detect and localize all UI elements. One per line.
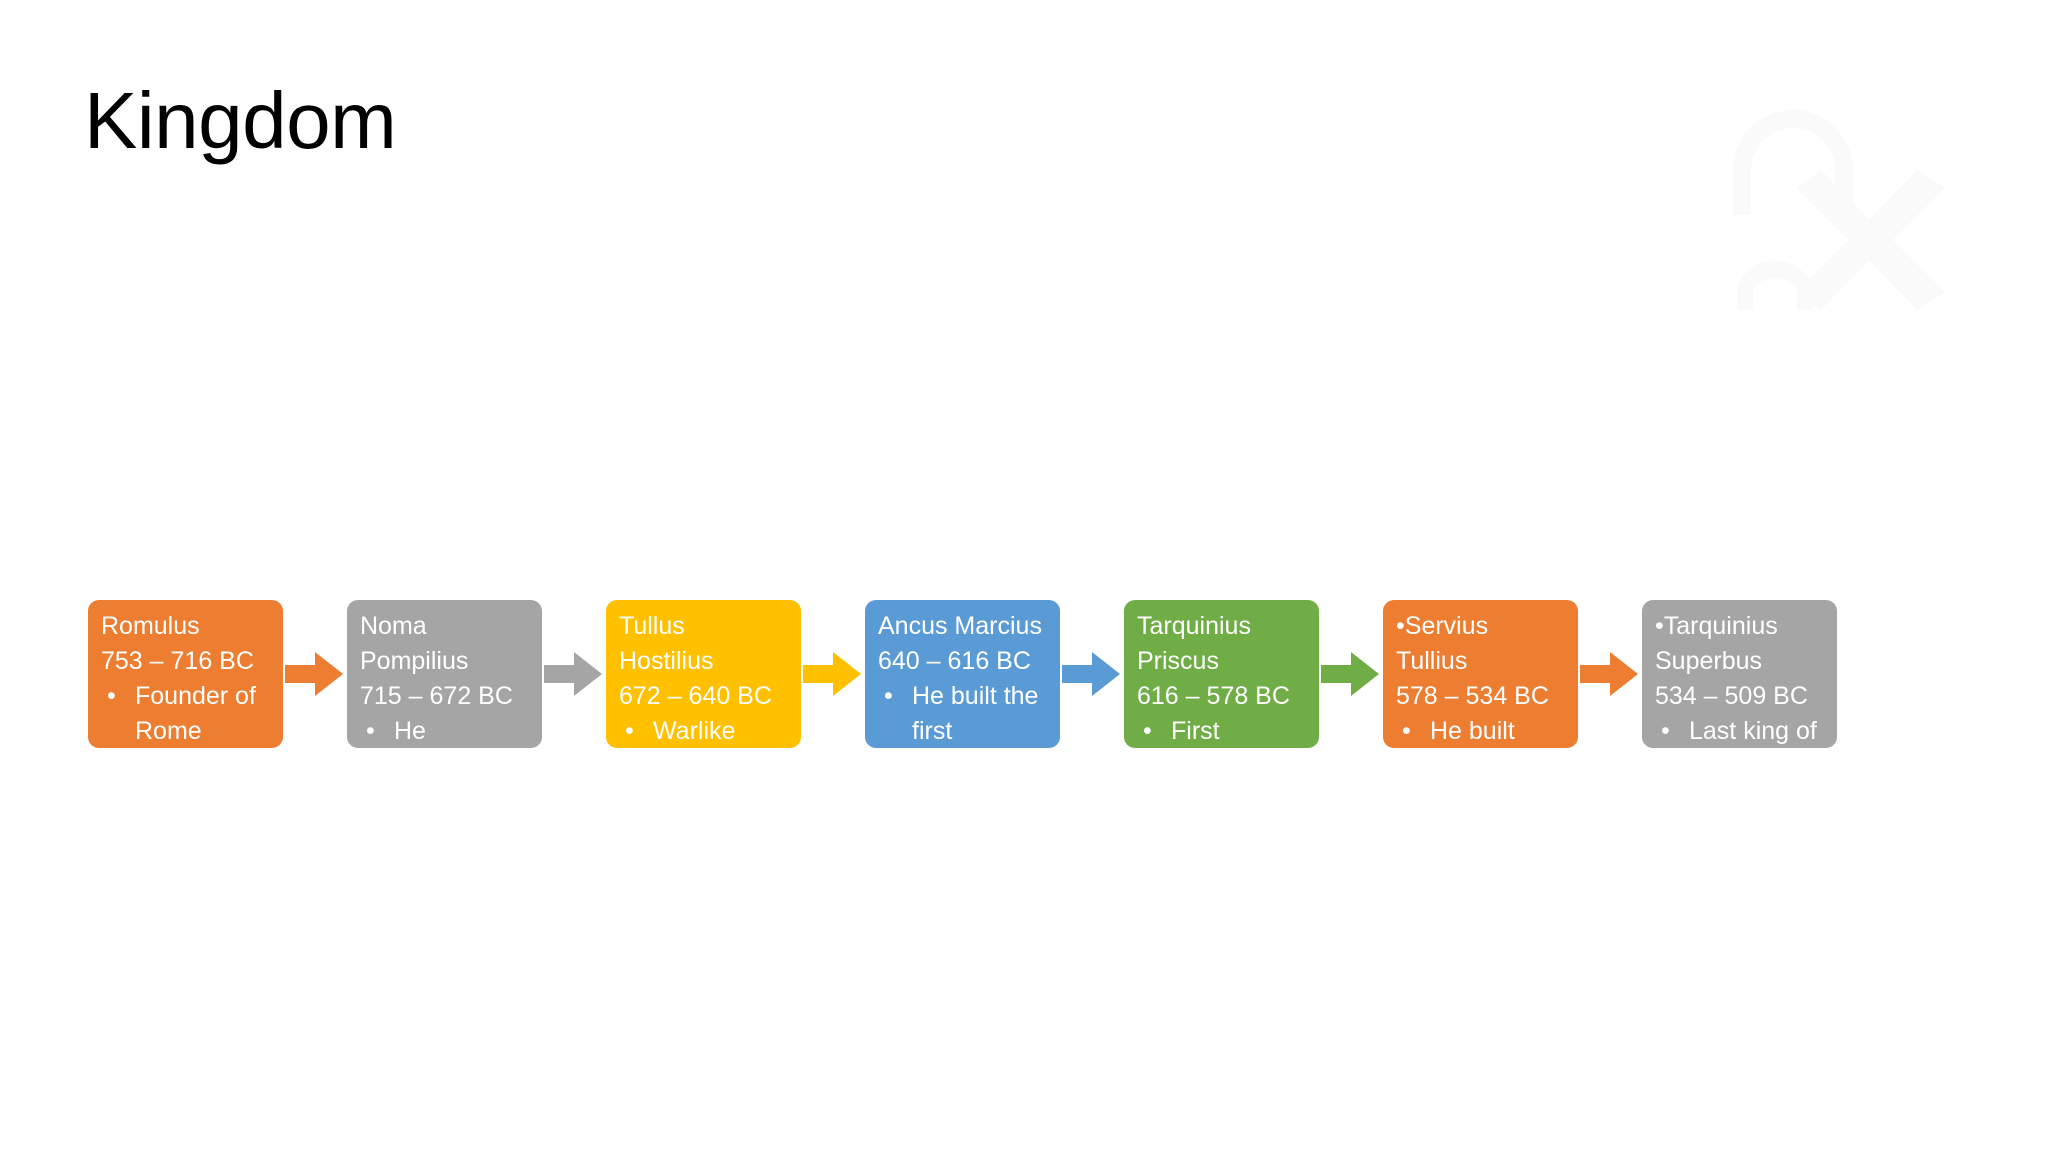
- node-content: Tarquinius Superbus 534 – 509 BC Last ki…: [1655, 609, 1831, 748]
- node-dates: 534 – 509 BC: [1655, 682, 1808, 710]
- node-title-line: Noma: [360, 612, 427, 640]
- node-content: Tullus Hostilius 672 – 640 BC Warlike: [619, 609, 795, 748]
- node-title-line: Tarquinius: [1655, 609, 1831, 644]
- node-content: Ancus Marcius 640 – 616 BC He built the …: [878, 609, 1054, 748]
- list-item: He built: [1396, 714, 1572, 748]
- process-node-tarquinius-superbus[interactable]: Tarquinius Superbus 534 – 509 BC Last ki…: [1642, 600, 1837, 748]
- arrow-connector-5: [1319, 600, 1383, 748]
- list-item: Last king of: [1655, 714, 1831, 748]
- node-title-line: Tarquinius: [1137, 612, 1251, 640]
- arrow-connector-6: [1578, 600, 1642, 748]
- node-bullet-list: He: [360, 714, 536, 748]
- arrow-connector-2: [542, 600, 606, 748]
- node-content: Romulus 753 – 716 BC Founder of Rome: [101, 609, 277, 748]
- node-bullet-list: First: [1137, 714, 1313, 748]
- node-title-line-2: Hostilius: [619, 647, 714, 675]
- node-bullet-list: Founder of Rome: [101, 679, 277, 748]
- arrow-connector-3: [801, 600, 865, 748]
- arrow-connector-1: [283, 600, 347, 748]
- process-node-ancus-marcius[interactable]: Ancus Marcius 640 – 616 BC He built the …: [865, 600, 1060, 748]
- list-item: Warlike: [619, 714, 795, 748]
- node-bullet-list: He built the first: [878, 679, 1054, 748]
- arrow-connector-4: [1060, 600, 1124, 748]
- node-bullet-list: Last king of: [1655, 714, 1831, 748]
- node-title-line-2: Superbus: [1655, 647, 1763, 675]
- process-node-tarquinius-priscus[interactable]: Tarquinius Priscus 616 – 578 BC First: [1124, 600, 1319, 748]
- node-dates: 753 – 716 BC: [101, 647, 254, 675]
- right-arrow-icon: [1321, 652, 1379, 696]
- node-content: Servius Tullius 578 – 534 BC He built: [1396, 609, 1572, 748]
- node-dates: 616 – 578 BC: [1137, 682, 1290, 710]
- node-title-line: Ancus Marcius: [878, 612, 1042, 640]
- node-dates: 672 – 640 BC: [619, 682, 772, 710]
- process-node-servius-tullius[interactable]: Servius Tullius 578 – 534 BC He built: [1383, 600, 1578, 748]
- process-node-noma-pompilius[interactable]: Noma Pompilius 715 – 672 BC He: [347, 600, 542, 748]
- right-arrow-icon: [285, 652, 343, 696]
- right-arrow-icon: [1580, 652, 1638, 696]
- small-arch-shape-icon: [1737, 260, 1813, 310]
- arch-shape-icon: [1733, 110, 1853, 215]
- node-dates: 578 – 534 BC: [1396, 682, 1549, 710]
- node-bullet-list: He built: [1396, 714, 1572, 748]
- node-title-line: Romulus: [101, 612, 200, 640]
- list-item: Founder of Rome: [101, 679, 277, 748]
- node-dates: 640 – 616 BC: [878, 647, 1031, 675]
- page-title: Kingdom: [84, 76, 397, 165]
- process-node-tullus-hostilius[interactable]: Tullus Hostilius 672 – 640 BC Warlike: [606, 600, 801, 748]
- node-title-line: Servius: [1396, 609, 1572, 644]
- node-dates: 715 – 672 BC: [360, 682, 513, 710]
- node-content: Tarquinius Priscus 616 – 578 BC First: [1137, 609, 1313, 748]
- list-item: First: [1137, 714, 1313, 748]
- right-arrow-icon: [803, 652, 861, 696]
- node-bullet-list: Warlike: [619, 714, 795, 748]
- decorative-watermark: [1693, 40, 2013, 310]
- node-content: Noma Pompilius 715 – 672 BC He: [360, 609, 536, 748]
- node-title-line-2: Priscus: [1137, 647, 1219, 675]
- x-shape-icon: [1797, 170, 1945, 310]
- list-item: He: [360, 714, 536, 748]
- right-arrow-icon: [544, 652, 602, 696]
- process-node-romulus[interactable]: Romulus 753 – 716 BC Founder of Rome: [88, 600, 283, 748]
- node-title-line-2: Tullius: [1396, 647, 1468, 675]
- process-flow: Romulus 753 – 716 BC Founder of Rome Nom…: [88, 600, 1837, 748]
- node-title-line: Tullus: [619, 612, 685, 640]
- right-arrow-icon: [1062, 652, 1120, 696]
- node-title-line-2: Pompilius: [360, 647, 469, 675]
- list-item: He built the first: [878, 679, 1054, 748]
